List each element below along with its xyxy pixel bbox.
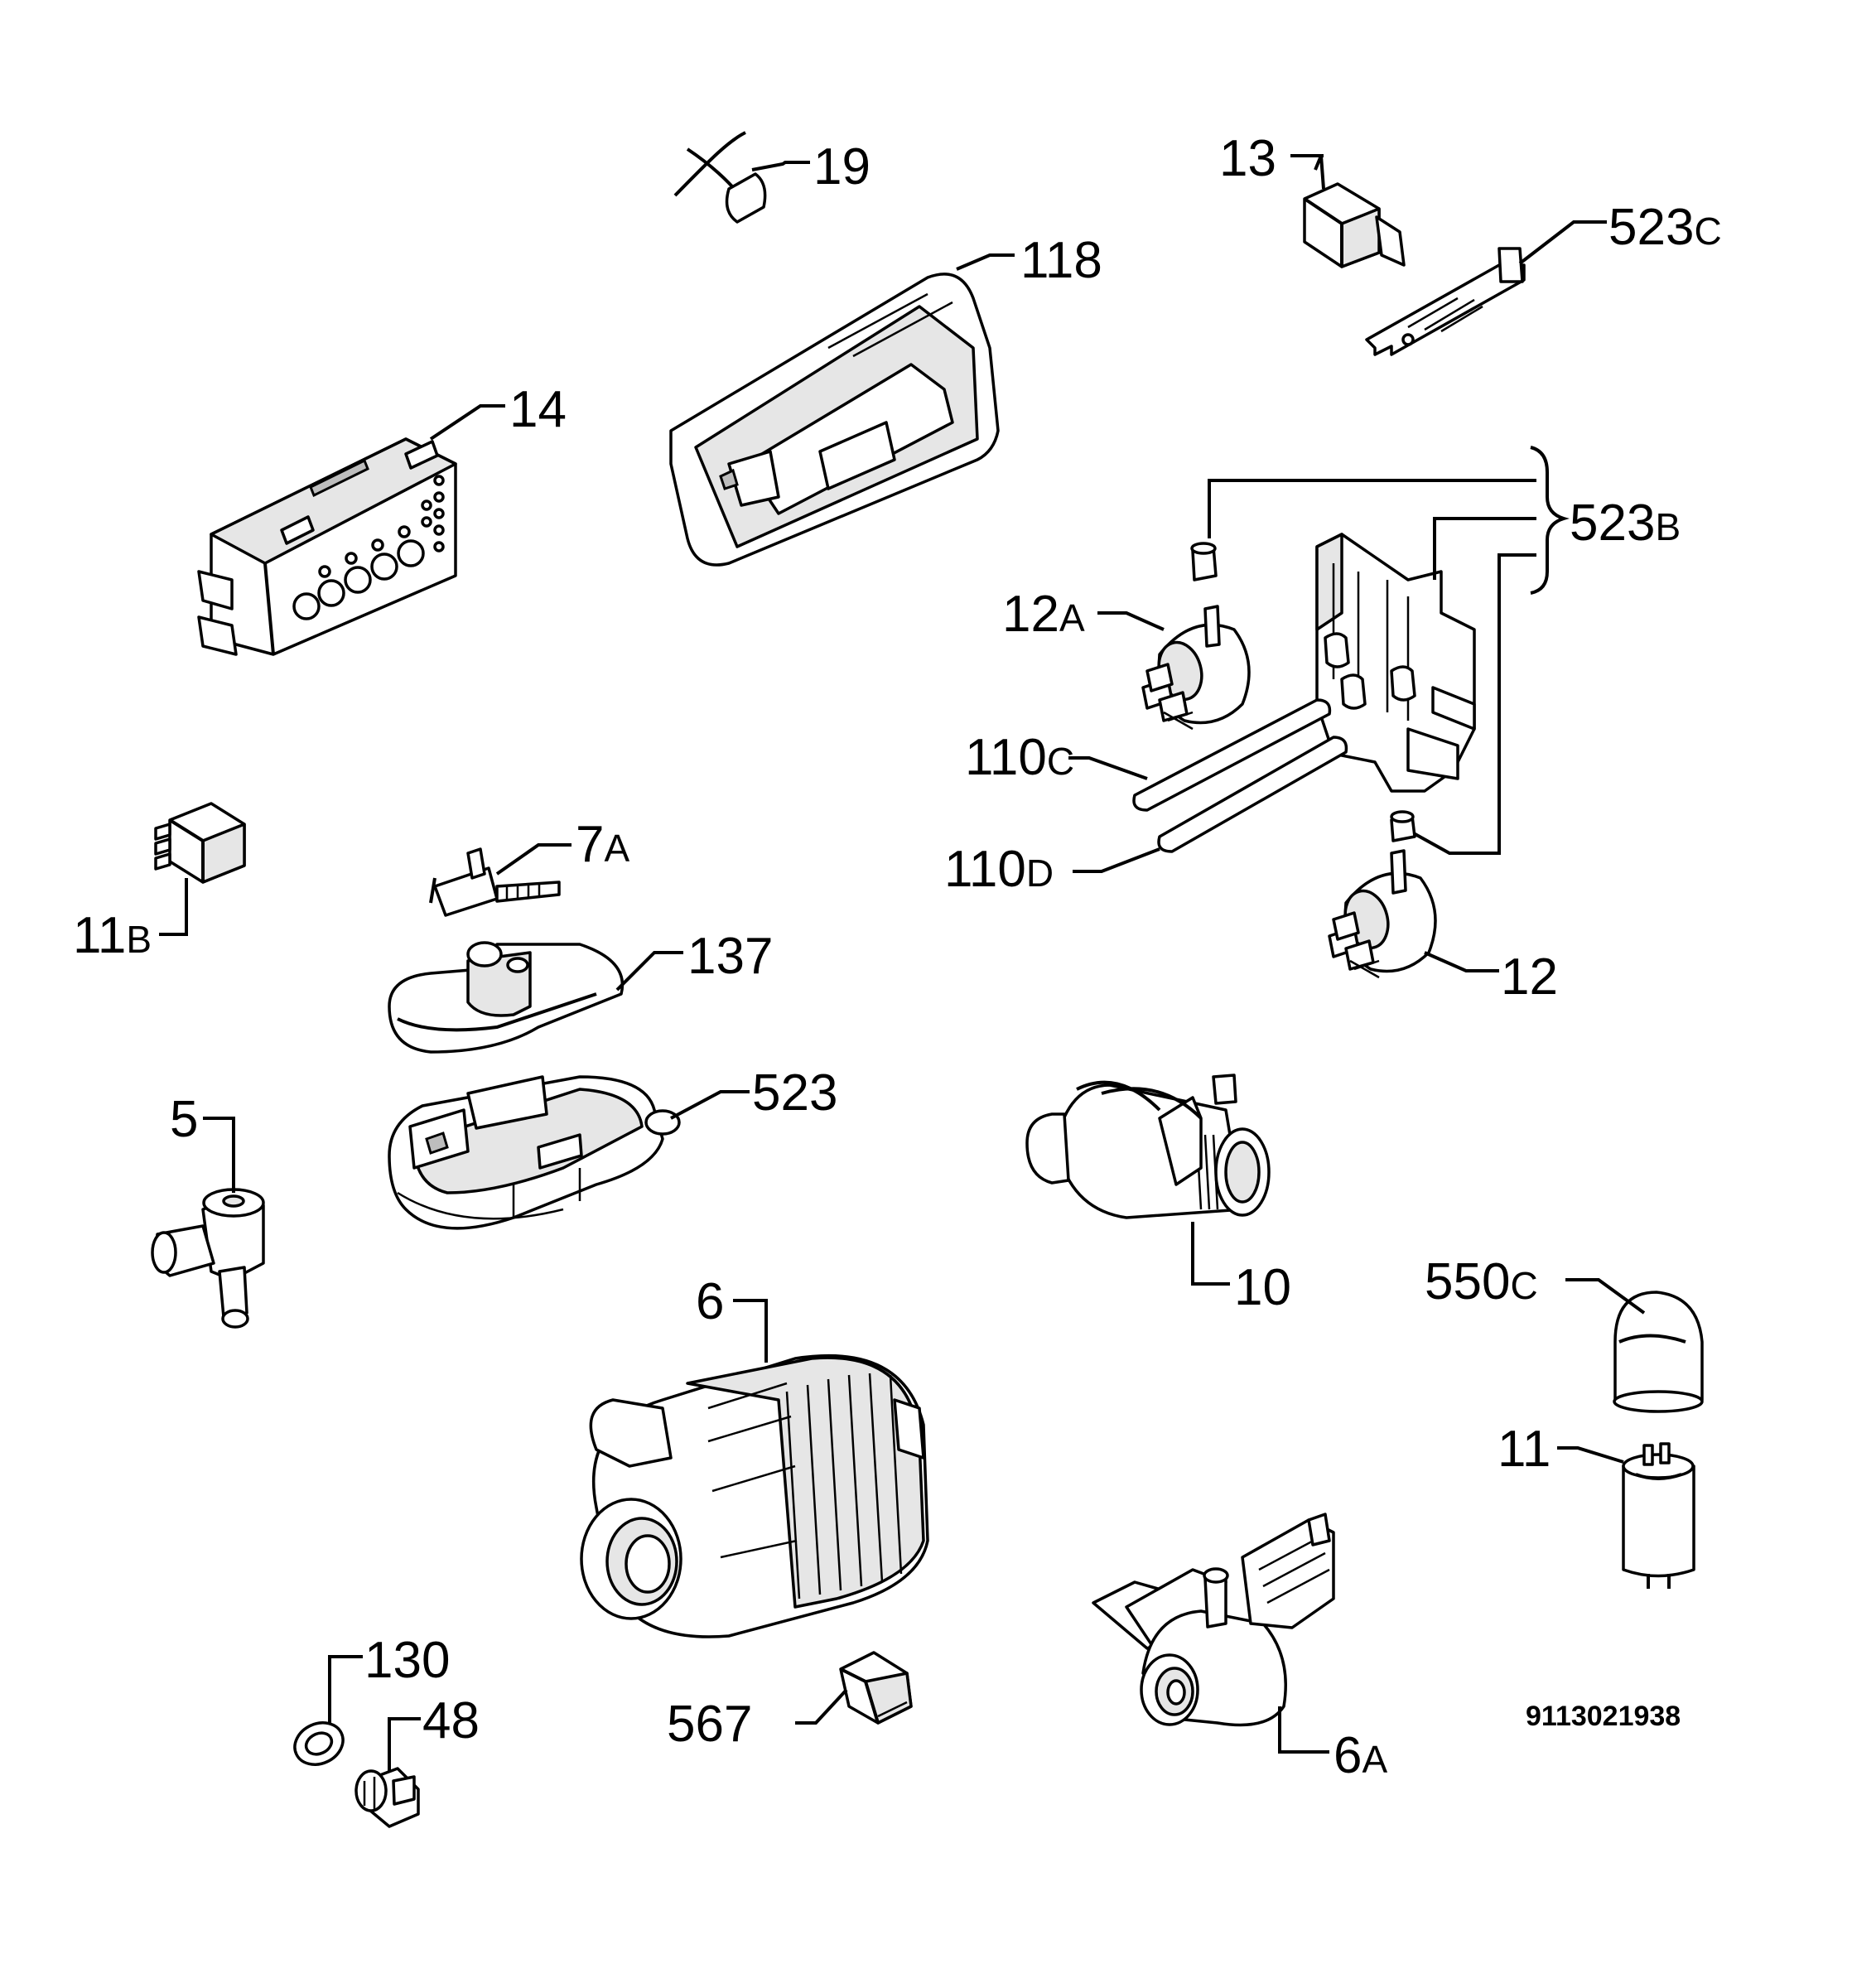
label-10: 10: [1234, 1259, 1291, 1316]
fitting-upper: [1190, 542, 1218, 581]
label-48: 48: [422, 1692, 480, 1749]
part-567-clip: [795, 1651, 913, 1725]
part-523-float-base: [388, 1075, 750, 1230]
part-14-control-module: [197, 404, 505, 656]
part-11-capacitor: [1557, 1442, 1695, 1589]
part-6-circulation-pump-motor: [580, 1299, 929, 1638]
label-7a: 7A: [576, 816, 629, 873]
label-110d: 110D: [944, 841, 1054, 898]
label-11: 11: [1498, 1421, 1551, 1478]
part-137-float-cover: [388, 941, 683, 1054]
motor-windings: [707, 1373, 903, 1600]
part-6a-drain-pump: [1092, 1513, 1335, 1754]
part-7a-microswitch: [429, 843, 572, 917]
label-13: 13: [1219, 130, 1276, 187]
label-6a: 6A: [1334, 1727, 1387, 1784]
label-567: 567: [667, 1696, 752, 1753]
part-12a-pressure-switch: [1097, 605, 1251, 731]
diagram-code: 9113021938: [1526, 1701, 1681, 1732]
label-12: 12: [1501, 948, 1558, 1006]
part-118-electronic-board: [669, 253, 1015, 567]
fitting-lower: [1390, 810, 1416, 842]
label-550c: 550C: [1425, 1253, 1538, 1310]
label-6: 6: [696, 1273, 724, 1330]
label-130: 130: [364, 1632, 450, 1689]
part-550c-capacitor-cap: [1565, 1278, 1704, 1413]
label-19: 19: [813, 138, 871, 195]
label-11b: 11B: [73, 907, 152, 964]
part-523c-switch-bracket: [1365, 220, 1607, 356]
part-11b-relay: [154, 802, 246, 936]
control-module-holes: [292, 475, 445, 620]
label-5: 5: [170, 1091, 198, 1148]
label-137: 137: [687, 928, 773, 985]
label-110c: 110C: [965, 729, 1074, 786]
part-12-pressure-switch: [1328, 849, 1499, 979]
part-13-power-switch: [1290, 154, 1406, 268]
part-110c-hose: [1068, 698, 1332, 812]
part-19-temperature-sensor: [673, 131, 810, 224]
part-110d-hose: [1073, 736, 1348, 873]
bracket-523b-leader-lines: [1208, 446, 1570, 855]
part-130-seal-ring: [293, 1655, 363, 1766]
label-14: 14: [509, 381, 567, 438]
part-48-plug: [354, 1717, 421, 1828]
label-523b: 523B: [1570, 495, 1681, 552]
label-523: 523: [752, 1064, 837, 1122]
label-523c: 523C: [1608, 199, 1722, 256]
label-118: 118: [1020, 232, 1102, 289]
label-12a: 12A: [1002, 586, 1085, 643]
part-5-inlet-valve: [151, 1117, 265, 1329]
part-10-heater: [1025, 1074, 1271, 1286]
